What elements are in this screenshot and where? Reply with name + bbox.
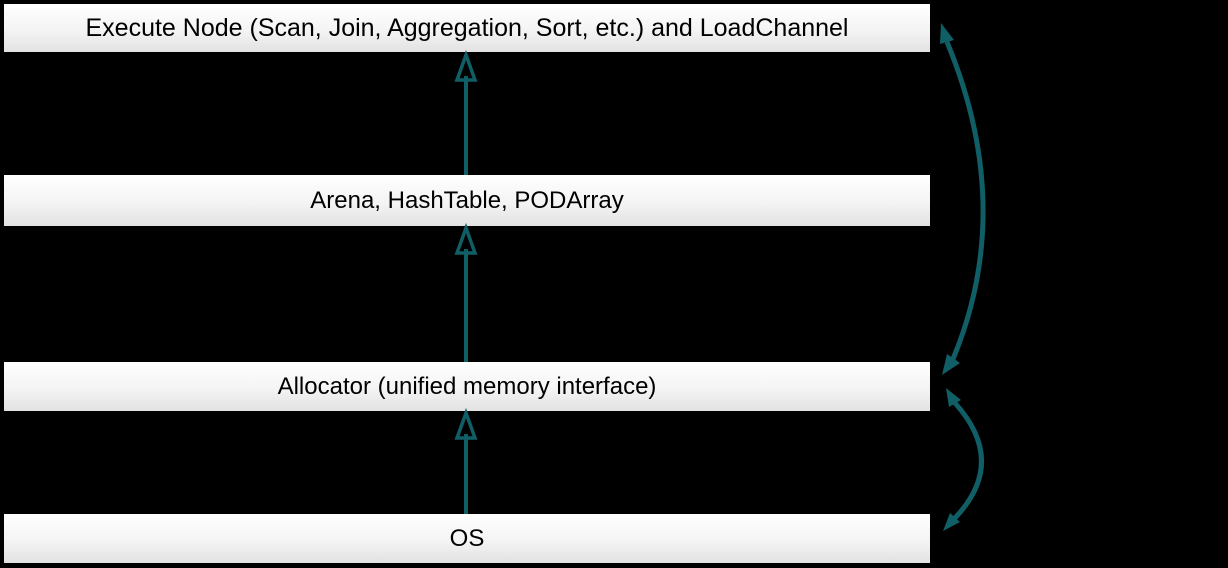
arrowhead-bottom-os xyxy=(943,513,960,531)
up-arrow-os-to-allocator xyxy=(454,407,478,514)
layer-allocator-label: Allocator (unified memory interface) xyxy=(277,372,657,400)
layer-execute-node: Execute Node (Scan, Join, Aggregation, S… xyxy=(4,4,930,52)
curved-arrow-execute-node-allocator xyxy=(940,23,986,375)
layer-arena-label: Arena, HashTable, PODArray xyxy=(310,186,624,214)
arrowhead-top-allocator xyxy=(946,388,961,407)
layer-os-label: OS xyxy=(449,524,485,552)
layer-arena-hashtable-podarray: Arena, HashTable, PODArray xyxy=(4,175,930,226)
arrowhead-bottom-allocator xyxy=(942,354,960,375)
layer-execute-node-label: Execute Node (Scan, Join, Aggregation, S… xyxy=(85,13,849,42)
layer-os: OS xyxy=(4,514,930,563)
curved-arrow-allocator-os xyxy=(943,388,984,531)
up-arrow-allocator-to-arena xyxy=(454,222,478,362)
layer-allocator: Allocator (unified memory interface) xyxy=(4,362,930,411)
up-arrow-arena-to-execute-node xyxy=(454,49,478,175)
arrowhead-top-execute-node xyxy=(940,23,954,44)
